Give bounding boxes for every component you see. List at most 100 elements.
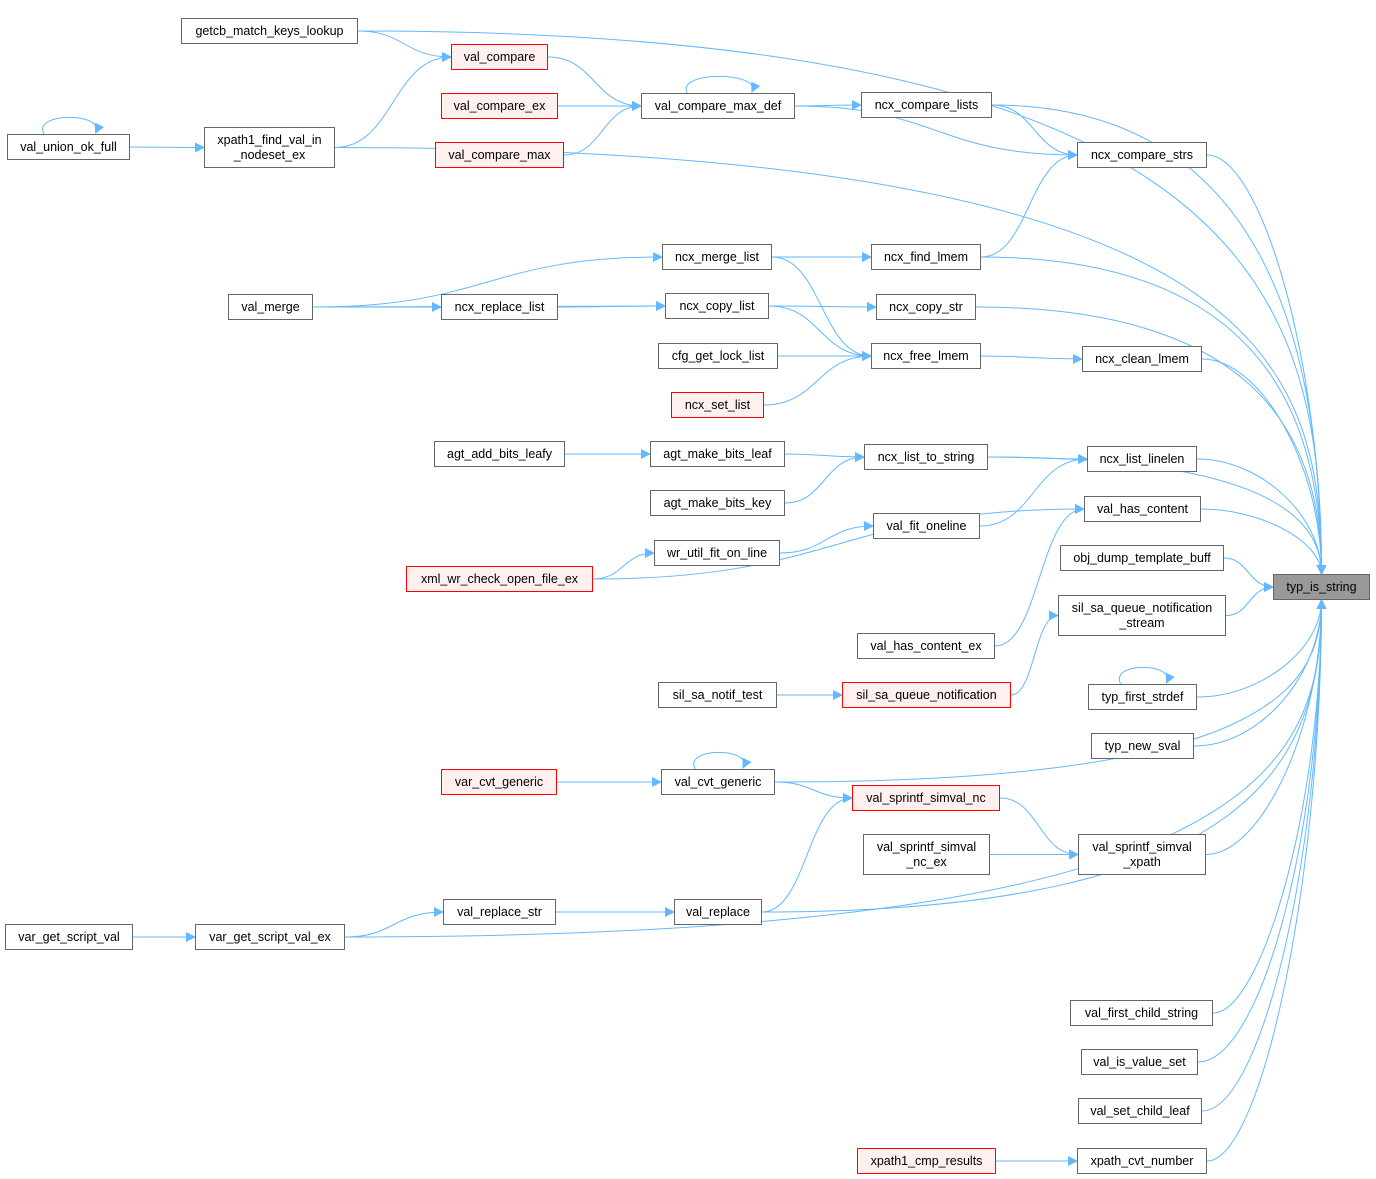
node-val-cvt-generic[interactable]: val_cvt_generic — [661, 769, 775, 795]
edge-var-get-script-val-ex-to-val-replace-str — [344, 907, 444, 938]
edge-ncx-copy-list-to-ncx-copy-str — [768, 301, 877, 312]
node-val-merge[interactable]: val_merge — [228, 294, 313, 320]
node-label: ncx_list_linelen — [1099, 451, 1185, 466]
node-val-has-content[interactable]: val_has_content — [1084, 496, 1201, 522]
node-val-replace[interactable]: val_replace — [674, 899, 762, 925]
node-label: typ_first_strdef — [1101, 689, 1184, 704]
node-ncx-set-list[interactable]: ncx_set_list — [671, 392, 764, 418]
edge-xml-wr-check-open-file-ex-to-wr-util-fit-on-line — [592, 548, 655, 580]
node-ncx-compare-lists[interactable]: ncx_compare_lists — [861, 92, 992, 118]
node-label: val_compare_ex — [453, 98, 546, 113]
node-label: obj_dump_template_buff — [1073, 550, 1211, 565]
node-label: val_replace_str — [457, 904, 542, 919]
node-cfg-get-lock-list[interactable]: cfg_get_lock_list — [658, 343, 778, 369]
node-label: sil_sa_queue_notification — [856, 687, 997, 702]
node-label: val_sprintf_simval _nc_ex — [876, 839, 977, 869]
node-val-replace-str[interactable]: val_replace_str — [443, 899, 556, 925]
node-ncx-list-to-string[interactable]: ncx_list_to_string — [864, 444, 988, 470]
node-label: ncx_free_lmem — [883, 348, 969, 363]
node-var-get-script-val[interactable]: var_get_script_val — [5, 924, 133, 950]
node-ncx-replace-list[interactable]: ncx_replace_list — [441, 294, 558, 320]
node-label: agt_make_bits_key — [663, 495, 772, 510]
node-getcb-match-keys-lookup[interactable]: getcb_match_keys_lookup — [181, 18, 358, 44]
edge-val-compare-to-val-compare-max-def — [547, 56, 642, 111]
node-label: val_set_child_leaf — [1090, 1103, 1190, 1118]
node-ncx-find-lmem[interactable]: ncx_find_lmem — [871, 244, 981, 270]
node-label: val_sprintf_simval _xpath — [1092, 839, 1192, 869]
node-obj-dump-template-buff[interactable]: obj_dump_template_buff — [1060, 545, 1224, 571]
node-label: val_is_value_set — [1093, 1054, 1186, 1069]
node-ncx-clean-lmem[interactable]: ncx_clean_lmem — [1082, 346, 1202, 372]
edge-ncx-copy-list-to-ncx-free-lmem — [768, 305, 872, 361]
edge-ncx-merge-list-to-ncx-free-lmem — [771, 256, 872, 361]
edge-sil-sa-queue-notification-to-sil-sa-queue-notification-stream — [1010, 610, 1059, 696]
node-label: agt_add_bits_leafy — [447, 446, 552, 461]
node-agt-make-bits-leaf[interactable]: agt_make_bits_leaf — [650, 441, 785, 467]
node-label: val_first_child_string — [1084, 1005, 1199, 1020]
node-label: ncx_clean_lmem — [1095, 351, 1189, 366]
node-val-fit-oneline[interactable]: val_fit_oneline — [873, 513, 980, 539]
node-ncx-copy-str[interactable]: ncx_copy_str — [876, 294, 976, 320]
edge-val-is-value-set-to-typ-is-string — [1197, 599, 1327, 1063]
edge-ncx-compare-strs-to-typ-is-string — [1206, 154, 1327, 575]
node-val-compare-max-def[interactable]: val_compare_max_def — [641, 93, 795, 119]
node-val-compare-ex[interactable]: val_compare_ex — [441, 93, 558, 119]
node-label: val_has_content — [1096, 501, 1189, 516]
node-val-is-value-set[interactable]: val_is_value_set — [1081, 1049, 1198, 1075]
node-label: xpath1_cmp_results — [870, 1153, 983, 1168]
node-ncx-free-lmem[interactable]: ncx_free_lmem — [871, 343, 981, 369]
node-sil-sa-notif-test[interactable]: sil_sa_notif_test — [658, 682, 777, 708]
node-label: getcb_match_keys_lookup — [195, 23, 344, 38]
edge-val-replace-to-typ-is-string — [761, 599, 1327, 913]
node-label: ncx_compare_lists — [874, 97, 979, 112]
node-sil-sa-queue-notification[interactable]: sil_sa_queue_notification — [842, 682, 1011, 708]
node-label: ncx_find_lmem — [883, 249, 969, 264]
node-val-compare[interactable]: val_compare — [451, 44, 548, 70]
edge-val-fit-oneline-to-ncx-list-linelen — [979, 454, 1088, 527]
node-agt-make-bits-key[interactable]: agt_make_bits_key — [650, 490, 785, 516]
edge-agt-make-bits-leaf-to-ncx-list-to-string — [784, 451, 865, 462]
node-label: ncx_replace_list — [454, 299, 545, 314]
node-var-get-script-val-ex[interactable]: var_get_script_val_ex — [195, 924, 345, 950]
node-var-cvt-generic[interactable]: var_cvt_generic — [441, 769, 557, 795]
node-val-has-content-ex[interactable]: val_has_content_ex — [857, 633, 995, 659]
node-typ-first-strdef[interactable]: typ_first_strdef — [1088, 684, 1197, 710]
node-label: val_union_ok_full — [20, 139, 117, 154]
node-label: sil_sa_notif_test — [672, 687, 763, 702]
node-label: typ_is_string — [1286, 579, 1357, 594]
edge-ncx-replace-list-to-ncx-copy-list — [557, 301, 666, 312]
edge-val-union-ok-full-to-val-union-ok-full — [42, 116, 104, 135]
node-label: agt_make_bits_leaf — [663, 446, 772, 461]
node-label: sil_sa_queue_notification _stream — [1071, 600, 1213, 630]
node-val-sprintf-simval-nc-ex[interactable]: val_sprintf_simval _nc_ex — [863, 834, 990, 875]
edge-agt-make-bits-key-to-ncx-list-to-string — [784, 452, 865, 504]
node-label: ncx_set_list — [684, 397, 751, 412]
node-xpath1-find-val-in-nodeset-ex[interactable]: xpath1_find_val_in _nodeset_ex — [204, 127, 335, 168]
edge-val-first-child-string-to-typ-is-string — [1212, 599, 1327, 1014]
node-typ-is-string: typ_is_string — [1273, 574, 1370, 600]
node-xpath-cvt-number[interactable]: xpath_cvt_number — [1077, 1148, 1207, 1174]
node-val-sprintf-simval-nc[interactable]: val_sprintf_simval_nc — [852, 785, 1000, 811]
edge-ncx-free-lmem-to-ncx-clean-lmem — [980, 353, 1083, 364]
node-label: var_cvt_generic — [454, 774, 544, 789]
node-ncx-copy-list[interactable]: ncx_copy_list — [665, 293, 769, 319]
node-val-first-child-string[interactable]: val_first_child_string — [1070, 1000, 1213, 1026]
node-ncx-merge-list[interactable]: ncx_merge_list — [662, 244, 772, 270]
node-val-sprintf-simval-xpath[interactable]: val_sprintf_simval _xpath — [1078, 834, 1206, 875]
node-ncx-list-linelen[interactable]: ncx_list_linelen — [1087, 446, 1197, 472]
node-xpath1-cmp-results[interactable]: xpath1_cmp_results — [857, 1148, 996, 1174]
node-agt-add-bits-leafy[interactable]: agt_add_bits_leafy — [434, 441, 565, 467]
node-xml-wr-check-open-file-ex[interactable]: xml_wr_check_open_file_ex — [406, 566, 593, 592]
node-label: val_replace — [686, 904, 750, 919]
node-wr-util-fit-on-line[interactable]: wr_util_fit_on_line — [654, 540, 780, 566]
edge-val-replace-to-val-sprintf-simval-nc — [761, 793, 853, 913]
node-typ-new-sval[interactable]: typ_new_sval — [1091, 733, 1194, 759]
node-ncx-compare-strs[interactable]: ncx_compare_strs — [1077, 142, 1207, 168]
node-label: typ_new_sval — [1104, 738, 1181, 753]
node-val-set-child-leaf[interactable]: val_set_child_leaf — [1078, 1098, 1202, 1124]
node-label: val_has_content_ex — [870, 638, 982, 653]
edge-ncx-set-list-to-ncx-free-lmem — [763, 351, 872, 406]
node-val-compare-max[interactable]: val_compare_max — [435, 142, 564, 168]
node-sil-sa-queue-notification-stream[interactable]: sil_sa_queue_notification _stream — [1058, 595, 1226, 636]
node-val-union-ok-full[interactable]: val_union_ok_full — [7, 134, 130, 160]
